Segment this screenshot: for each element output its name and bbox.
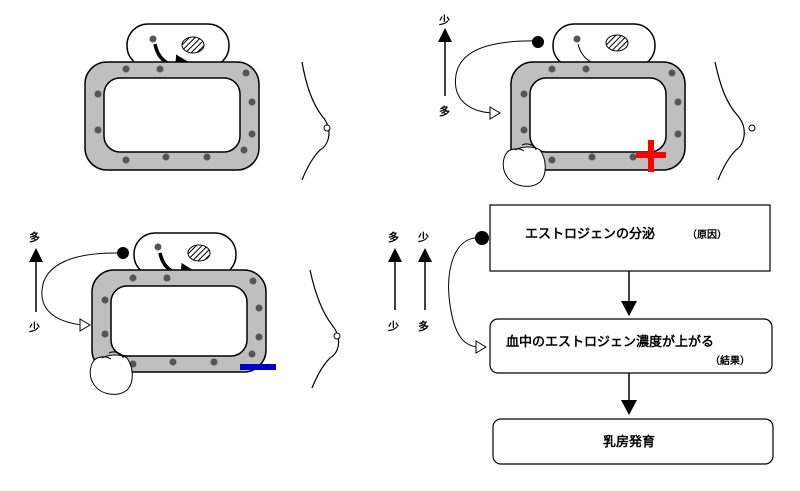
box-effect-main: 血中のエストロジェン濃度が上がる [506,334,714,350]
nipple [323,124,331,132]
breast-profile [301,61,330,181]
vessel-dots [94,65,256,164]
cell-nucleus [181,36,205,54]
legend-left-top: 多 [388,230,399,244]
label-bottom: 少 [28,320,40,334]
panel-increase: 少 多 [438,13,756,187]
legend-right-top: 少 [417,230,429,244]
vessel-inner [103,77,241,153]
panel-flowchart: エストロジェンの分泌 （原因） 血中のエストロジェン濃度が上がる （結果） 乳房… [387,204,774,465]
panel-basic [84,23,331,181]
label-bottom: 多 [439,104,450,118]
box-effect [489,318,773,374]
box-effect-sub: （結果） [710,354,750,367]
box-cause [489,204,771,272]
box-cause-sub: （原因） [687,228,727,241]
legend-left-bottom: 少 [387,319,399,333]
plus-sign [636,140,666,172]
box-result [492,418,774,465]
label-top: 少 [438,13,450,27]
legend-right-bottom: 多 [418,319,429,333]
label-top: 多 [29,230,40,244]
cell-outer [126,23,230,68]
cell-granule [149,35,157,43]
panel-decrease: 多 少 [28,230,341,395]
box-result-main: 乳房発育 [603,434,655,450]
box-cause-main: エストロジェンの分泌 [525,226,655,242]
